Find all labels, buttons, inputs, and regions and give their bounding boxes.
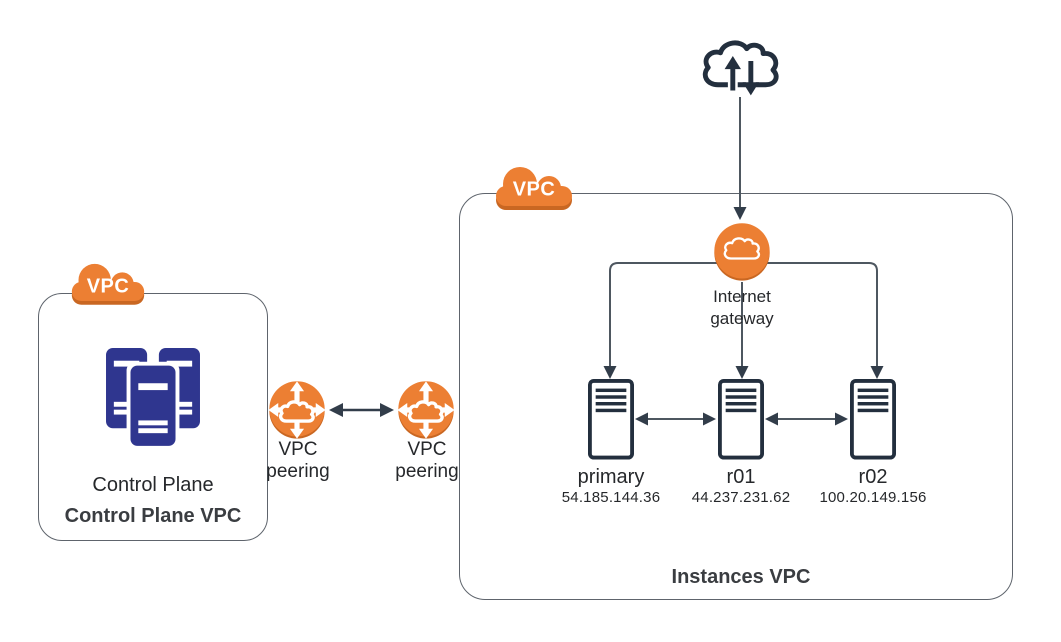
internet-gateway-label: Internet gateway — [710, 287, 774, 329]
peering-link — [329, 403, 394, 417]
server-r01-name: r01 — [726, 466, 756, 488]
instances-vpc-badge-label: VPC — [512, 178, 556, 201]
internet-gateway-icon — [712, 222, 772, 282]
control-plane-vpc-badge-label: VPC — [86, 275, 130, 298]
server-primary-icon — [588, 379, 634, 460]
server-primary-name: primary — [577, 466, 645, 488]
control-plane-vpc-title: Control Plane VPC — [64, 505, 242, 527]
vpc-peering-right-icon — [396, 380, 456, 440]
server-r02-ip: 100.20.149.156 — [819, 489, 927, 506]
vpc-peering-left-label: VPC peering — [266, 439, 330, 483]
internet-cloud-icon — [700, 38, 782, 104]
server-rack-icon — [106, 348, 200, 451]
server-r02-name: r02 — [858, 466, 888, 488]
server-r02-icon — [850, 379, 896, 460]
server-r01-icon — [718, 379, 764, 460]
vpc-peering-right-label: VPC peering — [395, 439, 459, 483]
server-primary-ip: 54.185.144.36 — [561, 489, 661, 506]
control-plane-node-label: Control Plane — [92, 474, 214, 496]
server-r01-ip: 44.237.231.62 — [691, 489, 791, 506]
instances-vpc-title: Instances VPC — [671, 566, 811, 588]
vpc-peering-left-icon — [267, 380, 327, 440]
